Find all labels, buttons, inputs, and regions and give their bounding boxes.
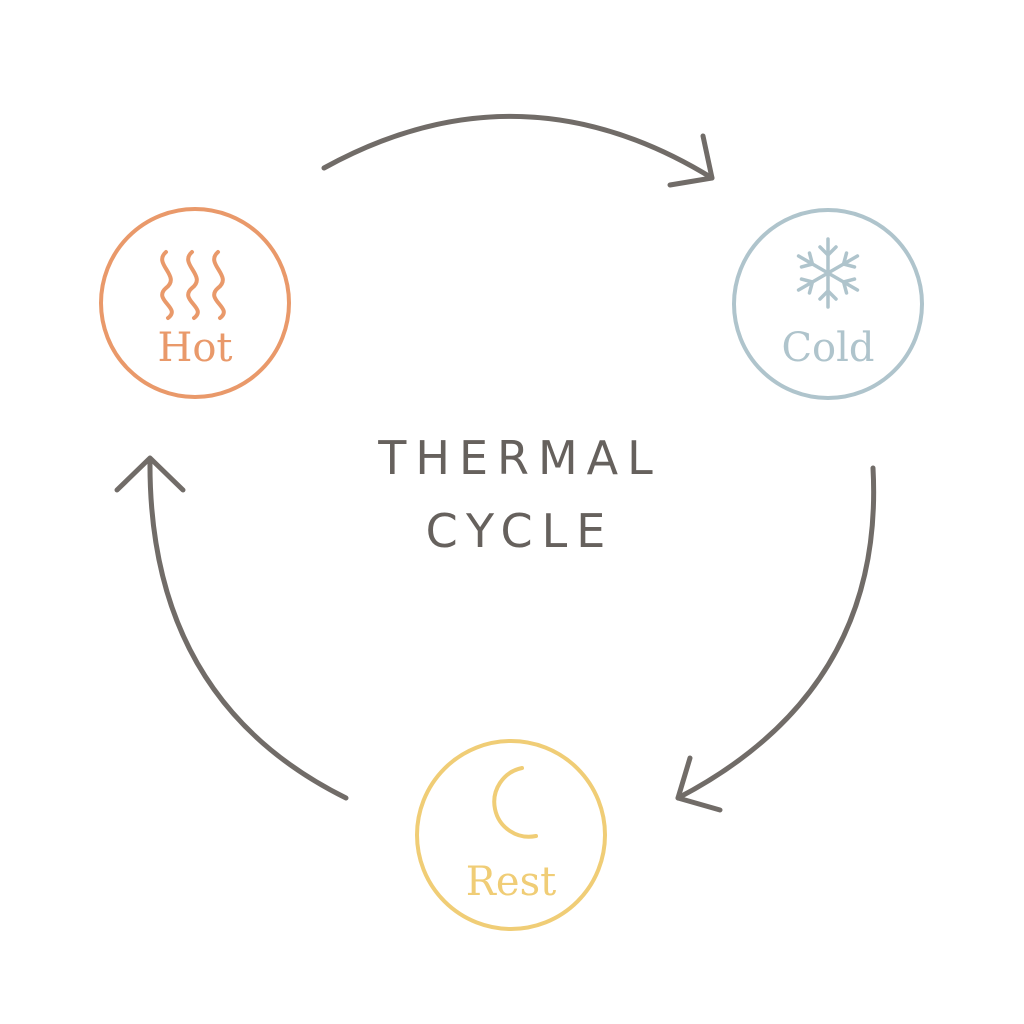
arrow-rest-to-hot [114,455,349,801]
node-rest-label: Rest [466,859,556,905]
node-rest-ring [415,739,607,931]
arrow-hot-to-cold [321,113,715,188]
node-rest: Rest [415,739,607,931]
node-cold-ring [732,208,924,400]
node-cold-label: Cold [781,325,874,371]
heat-waves-icon [160,250,226,320]
arrow-rest-to-hot-arc [147,457,349,801]
node-hot-label: Hot [157,325,232,371]
node-hot: Hot [99,207,291,399]
arrow-cold-to-rest-head [675,755,723,813]
arrow-rest-to-hot-head [114,455,186,493]
title-line-1: THERMAL [377,431,662,485]
arrow-hot-to-cold-arc [321,113,715,181]
crescent-moon-icon [492,766,538,839]
arrow-hot-to-cold-head [667,133,715,188]
snowflake-icon [796,237,860,309]
node-hot-ring [99,207,291,399]
arrow-cold-to-rest [675,465,877,813]
diagram-title: THERMAL CYCLE [377,431,662,558]
arrow-cold-to-rest-arc [675,465,877,801]
node-cold: Cold [732,208,924,400]
title-line-2: CYCLE [426,504,615,558]
